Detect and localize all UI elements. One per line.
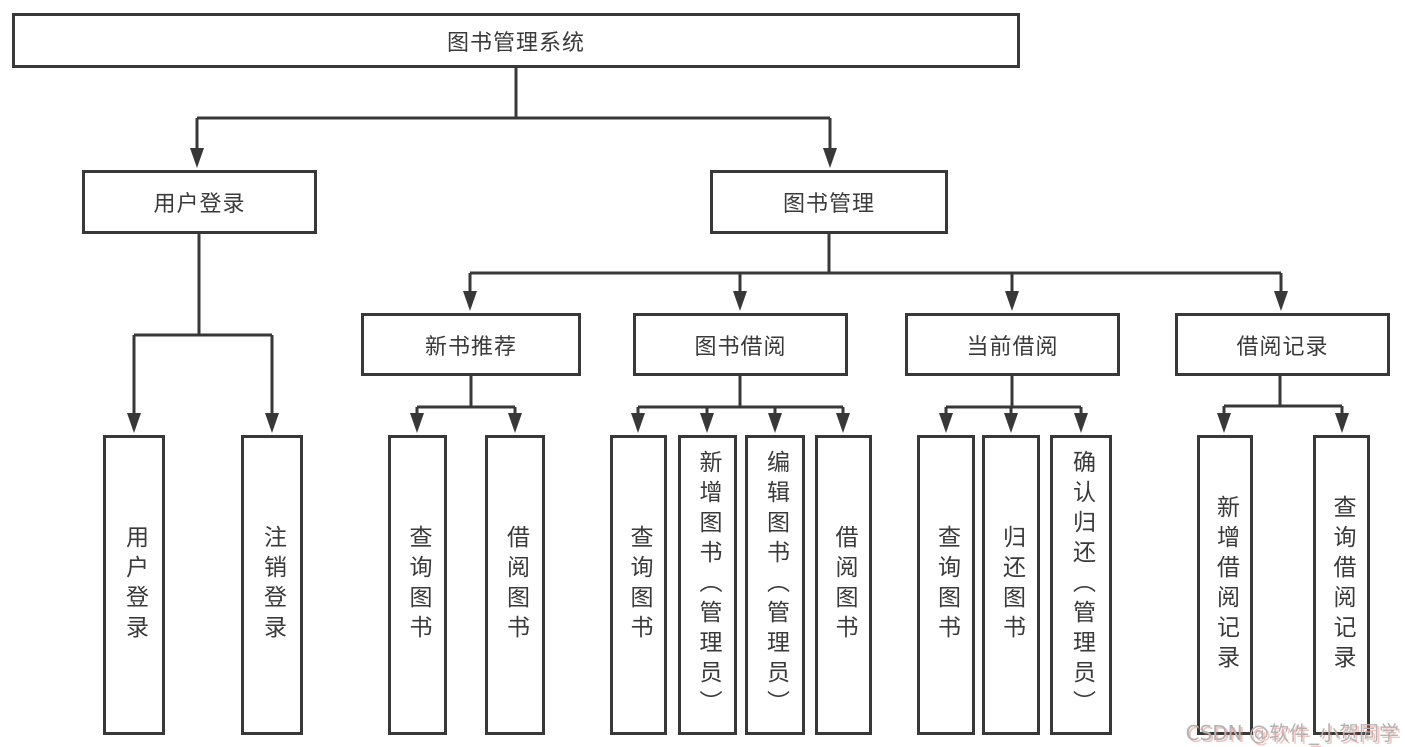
leaf-cb-query-books: 查询图书 — [917, 435, 975, 735]
leaf-bb-query-books: 查询图书 — [610, 435, 667, 735]
leaf-cb-confirm-return-admin: 确认归还（管理员） — [1050, 435, 1112, 735]
node-borrow-records: 借阅记录 — [1175, 313, 1390, 376]
leaf-bb-add-books-admin-label: 新增图书（管理员） — [695, 450, 721, 720]
csdn-watermark: CSDN @软件_小贺同学 — [1185, 721, 1399, 745]
leaf-br-query-record: 查询借阅记录 — [1313, 435, 1370, 735]
leaf-br-add-record-label: 新增借阅记录 — [1212, 495, 1239, 675]
leaf-cb-query-books-label: 查询图书 — [933, 525, 960, 645]
leaf-nb-borrow-books-label: 借阅图书 — [502, 525, 529, 645]
leaf-br-query-record-label: 查询借阅记录 — [1329, 495, 1355, 675]
leaf-bb-edit-books-admin: 编辑图书（管理员） — [745, 435, 805, 735]
node-current-borrow-label: 当前借阅 — [966, 334, 1059, 360]
leaf-bb-borrow-books: 借阅图书 — [815, 435, 872, 735]
leaf-nb-query-books: 查询图书 — [388, 435, 447, 735]
node-book-management-label: 图书管理 — [782, 192, 875, 217]
node-user-login: 用户登录 — [82, 170, 317, 234]
node-new-book-recommend: 新书推荐 — [361, 313, 581, 376]
leaf-user-login: 用户登录 — [103, 435, 165, 735]
leaf-cb-confirm-return-admin-label: 确认归还（管理员） — [1068, 450, 1095, 720]
node-current-borrow: 当前借阅 — [905, 313, 1120, 376]
leaf-bb-borrow-books-label: 借阅图书 — [831, 525, 857, 645]
node-book-borrow-label: 图书借阅 — [694, 334, 787, 360]
node-book-management: 图书管理 — [710, 170, 948, 234]
node-new-book-recommend-label: 新书推荐 — [424, 334, 517, 360]
leaf-user-login-label: 用户登录 — [121, 525, 148, 645]
node-book-borrow: 图书借阅 — [633, 313, 848, 376]
leaf-cb-return-books-label: 归还图书 — [998, 525, 1025, 645]
leaf-logout: 注销登录 — [241, 435, 303, 735]
leaf-br-add-record: 新增借阅记录 — [1197, 435, 1253, 735]
node-user-login-label: 用户登录 — [153, 192, 246, 217]
node-borrow-records-label: 借阅记录 — [1236, 334, 1329, 360]
leaf-bb-add-books-admin: 新增图书（管理员） — [678, 435, 737, 735]
leaf-logout-label: 注销登录 — [259, 525, 286, 645]
leaf-bb-edit-books-admin-label: 编辑图书（管理员） — [762, 450, 789, 720]
node-root-label: 图书管理系统 — [446, 30, 585, 56]
leaf-nb-query-books-label: 查询图书 — [405, 525, 431, 645]
leaf-nb-borrow-books: 借阅图书 — [485, 435, 545, 735]
node-root: 图书管理系统 — [12, 13, 1020, 68]
leaf-bb-query-books-label: 查询图书 — [626, 525, 652, 645]
leaf-cb-return-books: 归还图书 — [982, 435, 1040, 735]
